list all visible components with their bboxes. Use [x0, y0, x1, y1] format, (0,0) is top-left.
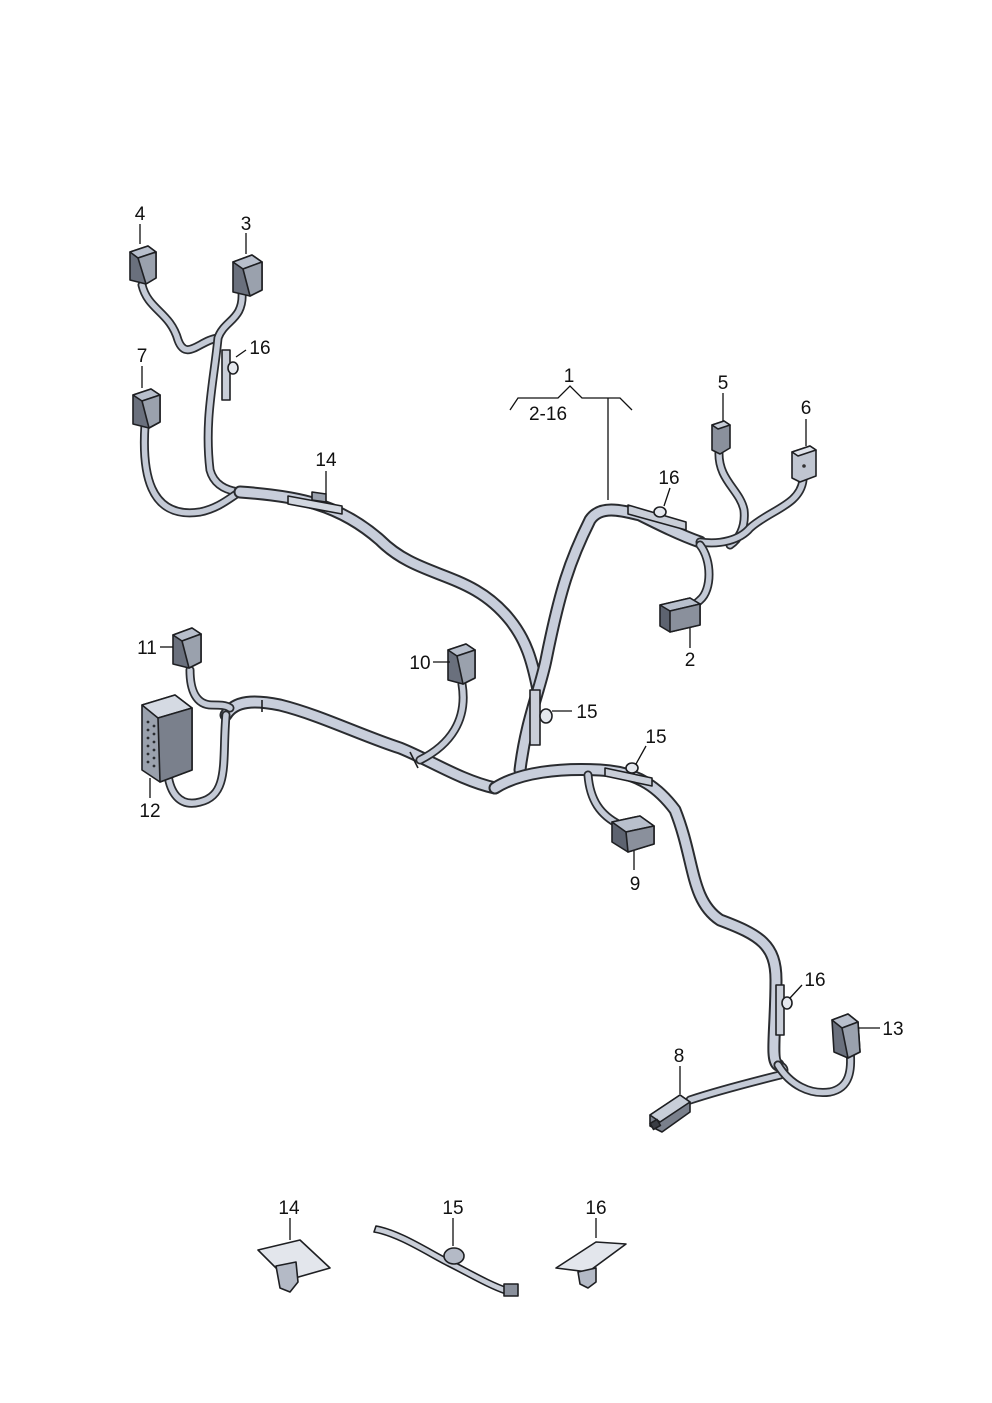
- wire-trunk-upper: [233, 485, 545, 697]
- wire-trunk-lower-right-inner: [490, 765, 783, 1070]
- callout-16-upper-right: 16: [658, 468, 679, 489]
- connector-12-pins: [146, 720, 156, 768]
- legend-parts: [257, 1225, 627, 1297]
- callout-11: 11: [137, 638, 157, 659]
- callout-6: 6: [801, 398, 812, 419]
- connector-4: [129, 245, 157, 285]
- connector-11: [172, 627, 202, 669]
- callout-15-center: 15: [576, 702, 597, 723]
- clip-15-vertical: [529, 689, 553, 746]
- assembly-bracket: [509, 385, 633, 411]
- wire-branch-6: [695, 475, 808, 548]
- legend-part-14: [257, 1239, 331, 1293]
- callout-16-upper-left: 16: [249, 338, 270, 359]
- callout-10: 10: [409, 653, 430, 674]
- callout-15-legend: 15: [442, 1198, 463, 1219]
- callout-7: 7: [137, 346, 148, 367]
- callout-15-right: 15: [645, 727, 666, 748]
- leader-lines: [139, 224, 880, 1246]
- connector-6: [791, 445, 817, 483]
- callout-14-legend: 14: [278, 1198, 300, 1219]
- connector-13: [831, 1013, 861, 1059]
- connector-10: [447, 643, 476, 685]
- connector-3: [232, 254, 263, 297]
- wire-branch-4-inner: [139, 282, 221, 353]
- connector-8: [649, 1094, 691, 1133]
- legend-part-15: [373, 1225, 519, 1297]
- callout-4: 4: [135, 204, 146, 225]
- harness-wires: [137, 280, 856, 1105]
- callout-16-lower: 16: [804, 970, 825, 991]
- connector-2: [659, 597, 701, 633]
- wire-trunk-lower-right: [488, 763, 785, 1072]
- clip-16-upper-left: [221, 349, 239, 401]
- clip-16-lower: [775, 984, 793, 1036]
- connectors: [129, 245, 861, 1133]
- wire-branch-13-inner: [775, 1047, 854, 1096]
- callout-9: 9: [630, 874, 641, 895]
- callout-16-legend: 16: [585, 1198, 606, 1219]
- legend-part-16: [555, 1241, 627, 1289]
- clip-15-right: [604, 762, 653, 787]
- wire-branch-11-inner: [187, 667, 233, 711]
- wire-branch-3-inner: [205, 289, 245, 495]
- callout-3: 3: [241, 214, 252, 235]
- clip-16-upper-right: [627, 504, 687, 531]
- wire-branch-6-inner: [697, 477, 806, 546]
- callout-13: 13: [882, 1019, 903, 1040]
- wire-branch-7-inner: [141, 422, 243, 516]
- callout-labels: 1 2-16 4 3 7 16 14 5 6 16 2 11 10 15 15 …: [135, 204, 904, 1219]
- wire-trunk-right-rise-inner: [515, 505, 705, 775]
- callout-2: 2: [685, 650, 696, 671]
- callout-14-upper: 14: [315, 450, 337, 471]
- wire-branch-10-inner: [417, 681, 466, 763]
- callout-2-16: 2-16: [529, 404, 567, 425]
- wire-trunk-upper-inner: [235, 487, 543, 695]
- clip-14-on-harness: [287, 491, 343, 515]
- harness-clips: [221, 349, 793, 1036]
- callout-8: 8: [674, 1046, 685, 1067]
- connector-7: [132, 388, 161, 429]
- connector-12: [141, 694, 193, 783]
- sleeve-lower-left: [261, 700, 419, 769]
- connector-5: [711, 420, 731, 455]
- callout-5: 5: [718, 373, 729, 394]
- wire-branch-12-inner: [165, 712, 229, 806]
- connector-9: [611, 815, 655, 853]
- callout-1: 1: [564, 366, 575, 387]
- wire-trunk-lower-left-inner: [221, 697, 500, 793]
- callout-12: 12: [139, 801, 160, 822]
